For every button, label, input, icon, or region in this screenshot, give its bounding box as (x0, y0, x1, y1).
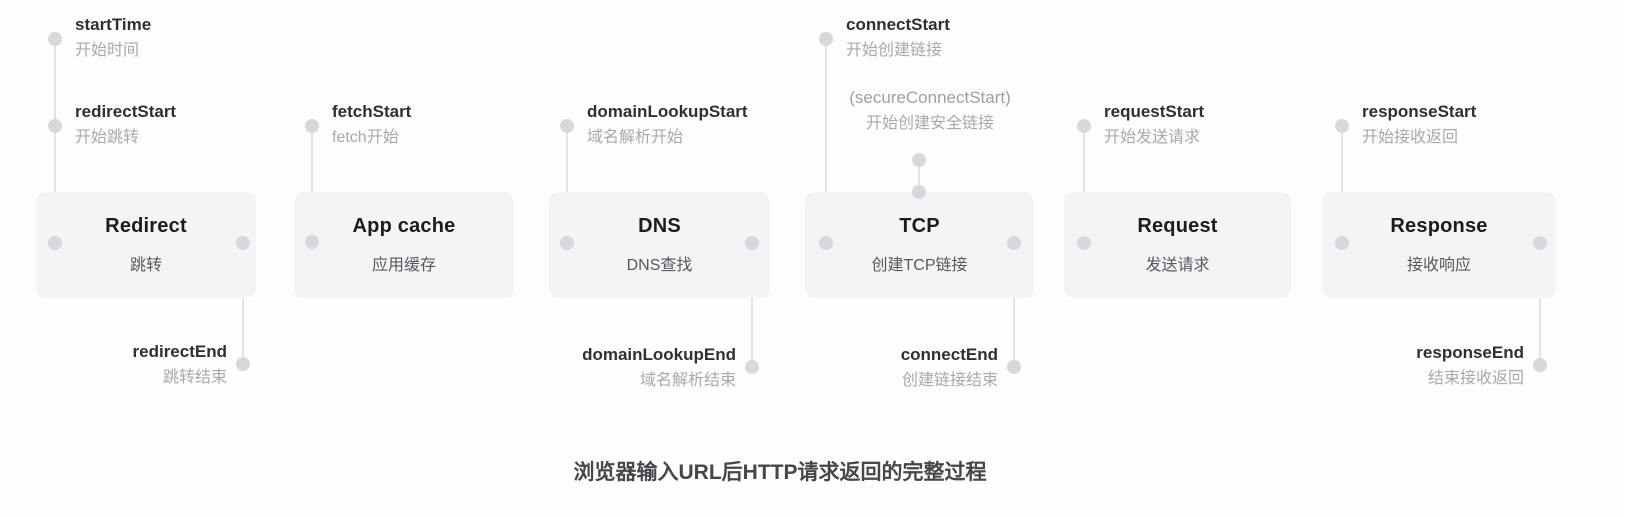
timeline-dot-starttime (48, 32, 62, 46)
timeline-dot-fetchstart (305, 119, 319, 133)
timeline-dot-dns-box-left (560, 236, 574, 250)
connector-connectstart-tcp (825, 39, 827, 243)
diagram-caption: 浏览器输入URL后HTTP请求返回的完整过程 (573, 461, 987, 484)
stage-box-tcp: TCP 创建TCP链接 (805, 192, 1034, 298)
timeline-dot-tcp-box-left (819, 236, 833, 250)
stage-subtitle: 接收响应 (1406, 257, 1471, 274)
stage-subtitle: 发送请求 (1145, 257, 1210, 274)
timeline-dot-appcache-box-left (305, 235, 319, 249)
marker-secureconnectstart: (secureConnectStart) 开始创建安全链接 (849, 86, 1011, 138)
connector-secureconnectstart-tcp (918, 160, 920, 192)
timeline-dot-domainlookupend (745, 360, 759, 374)
timeline-dot-requeststart (1077, 119, 1091, 133)
marker-fetchstart: fetchStart fetch开始 (332, 100, 411, 152)
timeline-dot-redirectend (236, 357, 250, 371)
marker-label-zh: 开始时间 (75, 42, 140, 59)
stage-subtitle: 应用缓存 (371, 257, 436, 274)
stage-title: DNS (638, 215, 681, 237)
connector-starttime-redirect (54, 39, 56, 243)
marker-label-en: domainLookupEnd (582, 345, 736, 364)
stage-box-request: Request 发送请求 (1064, 192, 1291, 298)
marker-domainlookupend: domainLookupEnd 域名解析结束 (582, 343, 736, 395)
marker-label-zh: 开始创建链接 (846, 42, 943, 59)
timeline-dot-redirect-box-left (48, 236, 62, 250)
timeline-dot-responsestart (1335, 119, 1349, 133)
timeline-dot-tcp-box-top (912, 185, 926, 199)
marker-requeststart: requestStart 开始发送请求 (1104, 100, 1204, 152)
timeline-dot-redirect-box-right (236, 236, 250, 250)
stage-subtitle: 跳转 (129, 257, 162, 274)
marker-responsestart: responseStart 开始接收返回 (1362, 100, 1476, 152)
timeline-dot-connectend (1007, 360, 1021, 374)
stage-box-app-cache: App cache 应用缓存 (294, 192, 514, 298)
timeline-dot-response-box-left (1335, 236, 1349, 250)
stage-box-response: Response 接收响应 (1322, 192, 1556, 298)
marker-domainlookupstart: domainLookupStart 域名解析开始 (587, 100, 748, 152)
marker-label-en: startTime (75, 15, 152, 34)
stage-subtitle: 创建TCP链接 (871, 257, 968, 274)
timeline-dot-redirectstart (48, 119, 62, 133)
timeline-dot-connectstart (819, 32, 833, 46)
stage-subtitle: DNS查找 (626, 257, 693, 274)
marker-label-en: responseStart (1362, 102, 1477, 121)
stage-title: Request (1137, 215, 1218, 237)
marker-connectstart: connectStart 开始创建链接 (846, 13, 950, 65)
marker-redirectend: redirectEnd 跳转结束 (133, 340, 227, 392)
timeline-dot-request-box-left (1077, 236, 1091, 250)
marker-label-zh: 开始发送请求 (1104, 129, 1201, 146)
connector-fetchstart-appcache (311, 126, 313, 242)
stage-title: Redirect (105, 215, 187, 237)
marker-label-zh: 域名解析开始 (587, 129, 684, 146)
stage-box-dns: DNS DNS查找 (549, 192, 770, 298)
stage-title: TCP (899, 215, 940, 237)
connector-requeststart-request (1083, 126, 1085, 243)
timeline-dot-response-box-right (1533, 236, 1547, 250)
timeline-dot-dns-box-right (745, 236, 759, 250)
stage-box-redirect: Redirect 跳转 (36, 192, 256, 298)
marker-label-en: domainLookupStart (587, 102, 748, 121)
marker-label-zh: fetch开始 (332, 129, 399, 146)
timeline-dot-tcp-box-right (1007, 236, 1021, 250)
marker-label-zh: 创建链接结束 (901, 372, 998, 389)
marker-starttime: startTime 开始时间 (75, 13, 151, 65)
marker-label-en: requestStart (1104, 102, 1205, 121)
timeline-dot-secureconnectstart (912, 153, 926, 167)
connector-domainlookupstart-dns (566, 126, 568, 243)
marker-label-en: (secureConnectStart) (849, 88, 1011, 107)
marker-label-en: redirectStart (75, 102, 177, 121)
marker-label-en: responseEnd (1416, 343, 1524, 362)
timeline-dot-responseend (1533, 358, 1547, 372)
marker-label-zh: 跳转结束 (162, 369, 227, 386)
connector-dns-domainlookupend (751, 243, 753, 367)
marker-responseend: responseEnd 结束接收返回 (1416, 341, 1524, 393)
connector-tcp-connectend (1013, 243, 1015, 367)
marker-connectend: connectEnd 创建链接结束 (901, 343, 998, 395)
marker-label-en: fetchStart (332, 102, 412, 121)
marker-label-zh: 结束接收返回 (1427, 370, 1524, 387)
marker-label-en: connectEnd (900, 345, 998, 364)
marker-label-zh: 开始接收返回 (1362, 129, 1459, 146)
connector-response-responseend (1539, 243, 1541, 365)
marker-label-zh: 域名解析结束 (639, 372, 736, 389)
marker-label-en: redirectEnd (132, 342, 227, 361)
connector-responsestart-response (1341, 126, 1343, 243)
stage-title: Response (1390, 215, 1488, 237)
connector-redirect-redirectend (242, 243, 244, 364)
stage-title: App cache (352, 215, 456, 237)
marker-label-zh: 开始跳转 (75, 129, 140, 146)
marker-label-zh: 开始创建安全链接 (865, 115, 995, 132)
marker-redirectstart: redirectStart 开始跳转 (75, 100, 176, 152)
timeline-dot-domainlookupstart (560, 119, 574, 133)
marker-label-en: connectStart (846, 15, 950, 34)
